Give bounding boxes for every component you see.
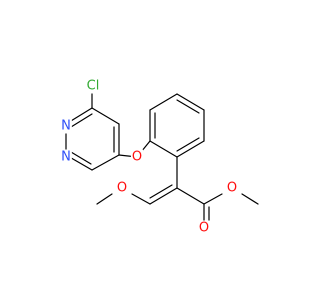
bond (149, 187, 178, 205)
chlorine-label: Cl (87, 79, 100, 94)
oxygen-label-methoxy: O (117, 181, 127, 196)
oxygen-label-carbonyl: O (199, 221, 209, 236)
bond (176, 187, 205, 205)
atom-label-background (60, 149, 72, 165)
atom-label-background (197, 220, 211, 236)
bond (149, 93, 178, 111)
atom-labels: Cl N N O O O O (60, 78, 239, 236)
bond (131, 193, 151, 205)
bond (176, 93, 205, 111)
bond (241, 193, 259, 205)
bond-double-inner (176, 99, 200, 114)
structure-canvas: Cl N N O O O O (60, 78, 259, 236)
bond-double-inner (176, 137, 200, 152)
bond-double-inner (70, 151, 92, 165)
bond (91, 107, 120, 125)
methoxyacrylate-chain (96, 156, 259, 225)
oxygen-label-ester: O (227, 181, 237, 196)
atom-label-background (85, 78, 101, 94)
pyrimidine-ring (65, 91, 120, 171)
bond (96, 193, 113, 205)
bond (176, 140, 205, 158)
bond (149, 140, 178, 158)
oxygen-label-ether: O (132, 150, 142, 165)
bond-double-inner (70, 113, 93, 128)
nitrogen-label-lower: N (61, 150, 71, 165)
nitrogen-label-upper: N (61, 119, 71, 134)
bond (203, 193, 223, 205)
atom-label-background (225, 180, 239, 196)
atom-label-background (115, 180, 129, 196)
benzene-ring (149, 93, 205, 158)
atom-label-background (60, 118, 72, 134)
chemical-structure-diagram: Cl N N O O O O (60, 78, 259, 236)
bond-double-inner (149, 184, 173, 199)
atom-label-background (130, 149, 144, 165)
bond (91, 154, 120, 171)
